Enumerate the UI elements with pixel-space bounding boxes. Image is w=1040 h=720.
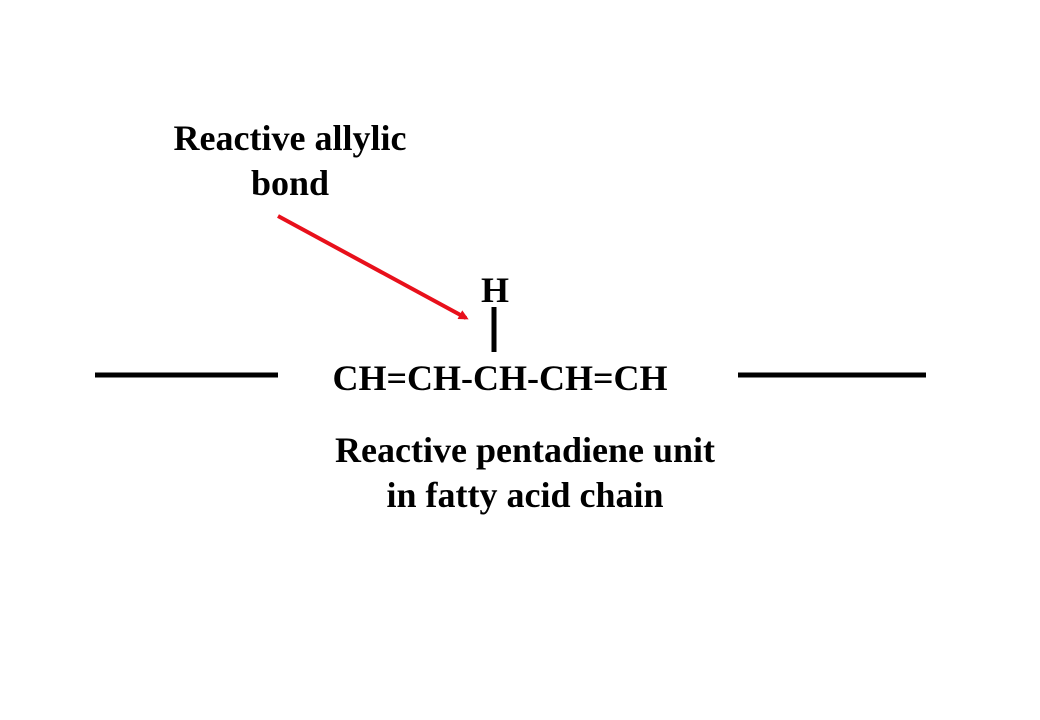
allylic-arrow (277, 214, 469, 320)
pentadiene-caption-line2: in fatty acid chain (386, 475, 664, 515)
allylic-bond-label: Reactive allylic bond (130, 116, 450, 206)
pentadiene-caption-line1: Reactive pentadiene unit (335, 430, 715, 470)
allylic-label-line2: bond (250, 163, 330, 203)
pentadiene-formula: CH=CH-CH-CH=CH (332, 358, 668, 398)
allylic-label-line1: Reactive allylic (173, 118, 407, 158)
hydrogen-atom: H (480, 270, 509, 310)
pentadiene-caption: Reactive pentadiene unit in fatty acid c… (250, 428, 800, 518)
